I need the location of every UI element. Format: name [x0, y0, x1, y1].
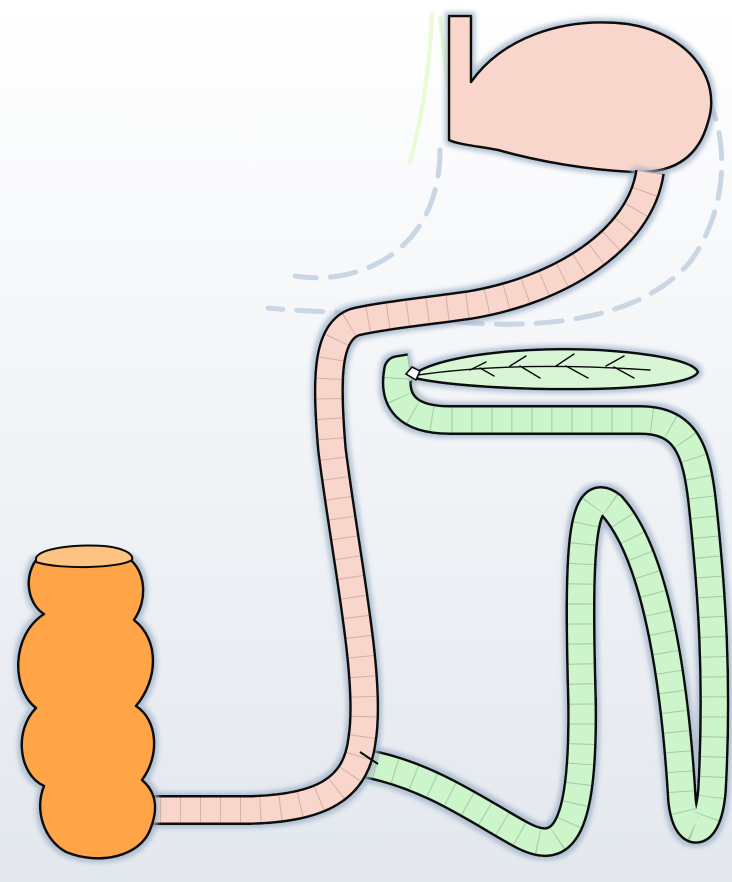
colon-cut-surface	[36, 546, 132, 568]
